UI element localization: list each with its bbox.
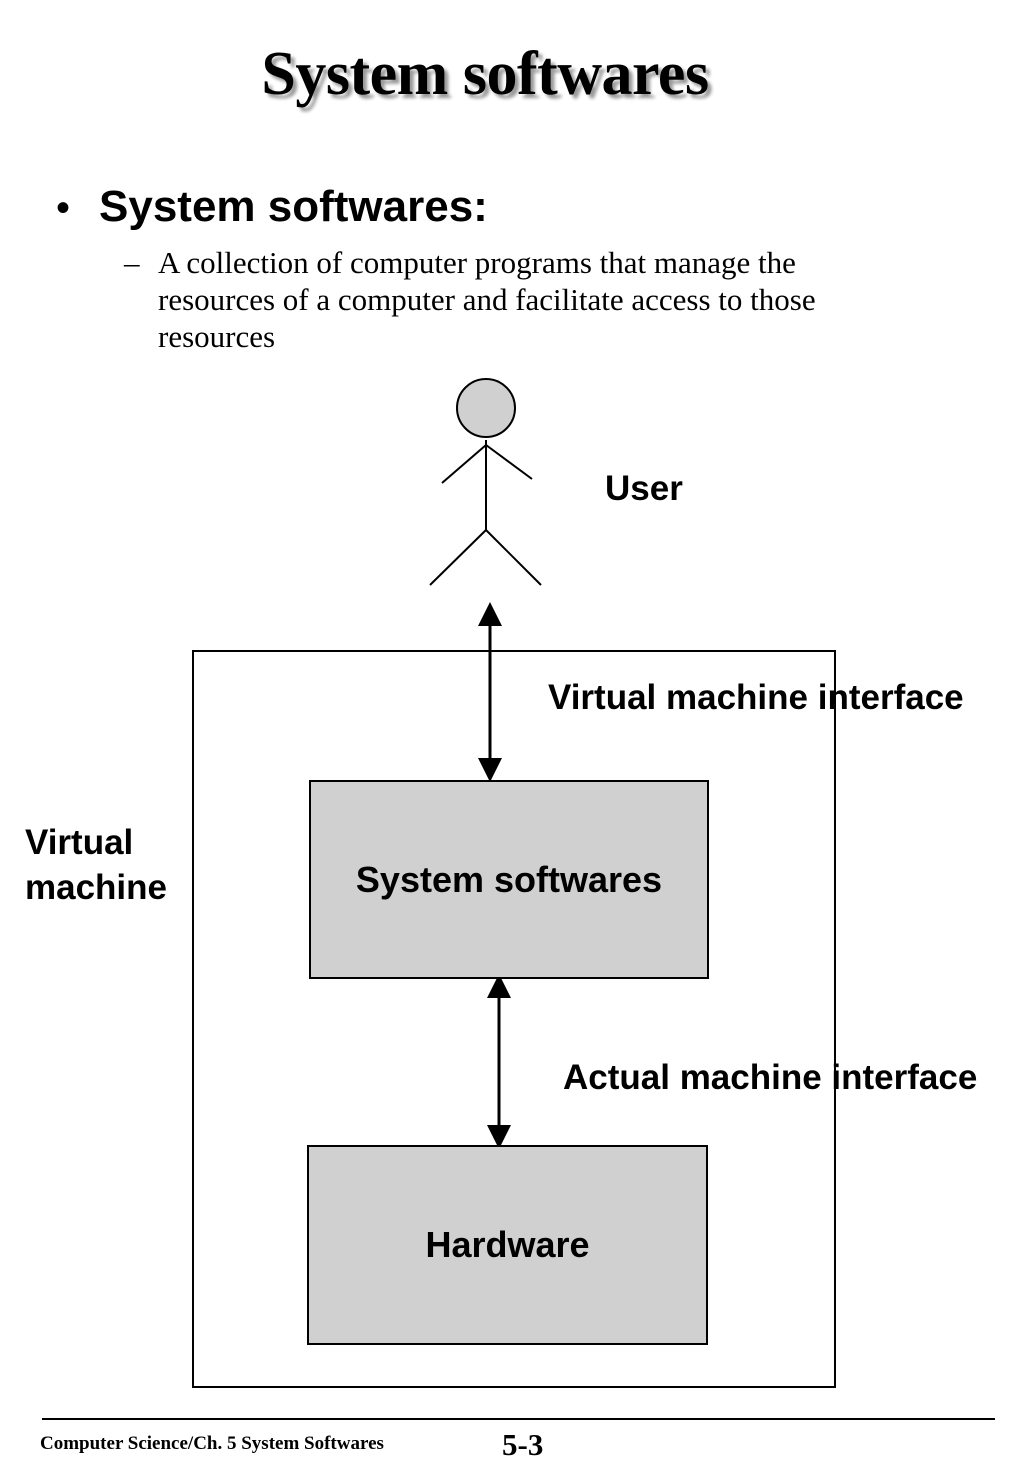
footer-divider [42,1418,995,1420]
hardware-box-label: Hardware [425,1224,590,1265]
user-right-leg [485,529,542,586]
system-softwares-box-label: System softwares [355,858,663,900]
sub-bullet-text: A collection of computer programs that m… [158,245,816,354]
user-right-arm [485,444,533,480]
footer-course-text: Computer Science/Ch. 5 System Softwares [40,1433,384,1454]
actual-machine-interface-label: Actual machine interface [563,1058,978,1097]
user-left-arm [441,444,487,484]
user-stick-figure [429,378,542,586]
user-left-leg [429,529,487,586]
system-softwares-box: System softwares [309,780,709,979]
virtual-machine-label-line2: machine [25,868,167,907]
user-label: User [605,469,683,508]
sub-bullet-marker: – [124,245,140,280]
user-head [456,378,516,438]
slide-title: System softwares [261,40,709,108]
hardware-box: Hardware [307,1145,708,1345]
virtual-machine-label-line1: Virtual [25,823,134,862]
page-number: 5-3 [502,1427,544,1462]
virtual-machine-frame [192,650,836,1388]
bullet-marker: • [56,186,71,230]
bullet-heading: System softwares: [99,182,488,231]
virtual-machine-interface-label: Virtual machine interface [548,678,964,717]
